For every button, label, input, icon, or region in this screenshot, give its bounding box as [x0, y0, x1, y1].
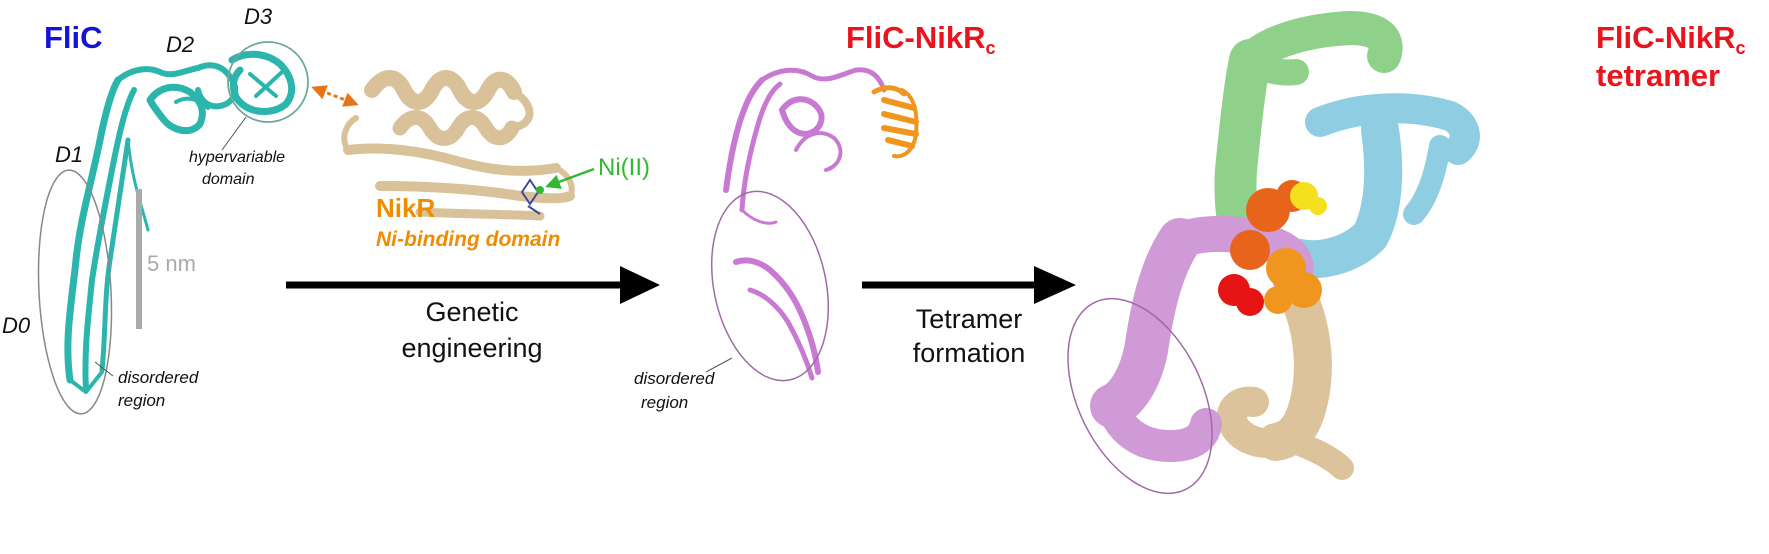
genetic-engineering-step: Genetic engineering [286, 266, 660, 363]
flic-disordered-leader-line [94, 361, 114, 377]
nikr-panel: Ni(II) NikR Ni-binding domain [311, 70, 650, 251]
tetramer-nikr-core [1218, 180, 1327, 316]
swap-double-arrow [311, 85, 359, 107]
fusion-title-main: FliC-NikR [846, 20, 986, 55]
flic-domain-d3-label: D3 [244, 4, 273, 29]
fusion-title-subscript: c [986, 38, 996, 58]
tetramer-title-main: FliC-NikR [1596, 20, 1736, 55]
nickel-pointer-arrow [545, 167, 595, 189]
genetic-engineering-label-line2: engineering [401, 333, 542, 363]
tetramer-chain-tan [1216, 281, 1354, 480]
fusion-disordered-region-ellipse [710, 190, 830, 382]
hypervariable-label-line2: domain [202, 171, 255, 188]
tetramer-title-line2: tetramer [1596, 58, 1720, 93]
scale-bar [136, 189, 142, 329]
nickel-binding-site [520, 178, 544, 215]
flic-panel: FliC D0 D1 D2 D3 hypervariable domain di… [2, 4, 309, 415]
genetic-engineering-arrow-head [620, 266, 660, 304]
tetramer-chain-blue [1281, 93, 1480, 279]
tetramer-surface [1090, 11, 1480, 480]
fusion-panel: FliC-NikRc disordered region [634, 20, 996, 412]
hypervariable-domain-circle [227, 41, 309, 123]
flic-disordered-region-ellipse [37, 169, 113, 415]
flic-title: FliC [44, 20, 103, 55]
fusion-disordered-label-line1: disordered [634, 369, 715, 388]
tetramer-title-subscript: c [1736, 38, 1746, 58]
flic-disordered-label-line2: region [118, 391, 165, 410]
tetramer-formation-label-line2: formation [913, 338, 1026, 368]
fusion-disordered-label-line2: region [641, 393, 688, 412]
flic-structure [64, 50, 296, 394]
tetramer-formation-arrow-head [1034, 266, 1076, 304]
tetramer-formation-step: Tetramer formation [862, 266, 1076, 368]
tetramer-title: FliC-NikRc [1596, 20, 1746, 58]
flic-domain-d2-label: D2 [166, 32, 194, 57]
tetramer-panel: FliC-NikRc tetramer [1067, 11, 1746, 495]
hypervariable-label-line1: hypervariable [189, 149, 285, 166]
flic-domain-d1-label: D1 [55, 142, 83, 167]
fusion-structure [723, 67, 919, 381]
genetic-engineering-label-line1: Genetic [425, 297, 518, 327]
flic-disordered-label-line1: disordered [118, 368, 199, 387]
nikr-structure [341, 70, 575, 221]
flic-domain-d0-label: D0 [2, 313, 31, 338]
nikr-subtitle: Ni-binding domain [376, 228, 560, 251]
hypervariable-leader-line [221, 116, 247, 151]
nikr-title: NikR [376, 193, 435, 223]
scale-bar-label: 5 nm [147, 251, 196, 276]
tetramer-disordered-region-ellipse [1067, 297, 1213, 495]
fusion-disordered-leader-line [705, 357, 733, 373]
nickel-label: Ni(II) [598, 154, 650, 181]
fusion-title: FliC-NikRc [846, 20, 996, 58]
tetramer-formation-label-line1: Tetramer [916, 304, 1023, 334]
nickel-ion [536, 186, 544, 194]
